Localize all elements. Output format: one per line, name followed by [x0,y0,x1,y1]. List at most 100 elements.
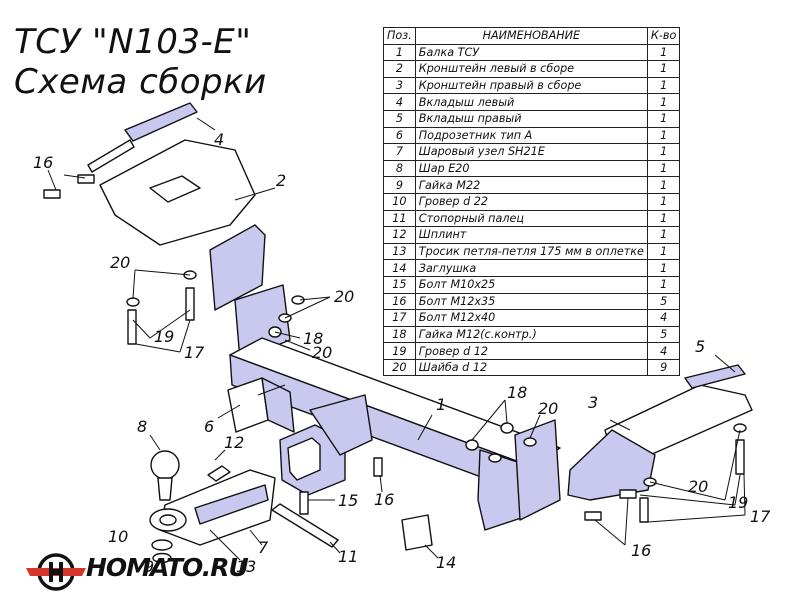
row-name: Гровер d 12 [414,342,648,360]
row-qty: 5 [646,292,681,311]
row-name: Гровер d 22 [414,192,648,211]
row-name: Шаровый узел SH21E [414,143,648,161]
row-pos: 17 [383,309,416,327]
callout-19-right: 19 [728,493,748,512]
row-pos: 3 [383,76,416,95]
header-qty: К-во [646,27,681,45]
part-11-locking-pin [271,503,339,548]
row-qty: 1 [646,126,681,145]
callout-10: 10 [108,527,128,546]
callout-12: 12 [224,433,244,452]
callout-5: 5 [695,337,705,356]
header-pos: Поз. [383,27,416,45]
row-pos: 18 [383,325,416,344]
row-name: Стопорный палец [414,209,648,228]
callout-6: 6 [204,417,214,436]
part-16-bolt-right-a [619,489,637,499]
row-pos: 11 [383,209,416,228]
row-pos: 19 [383,342,416,360]
part-7-arm-bar [194,484,269,525]
part-8-ball-neck [157,477,173,501]
part-20-washer-e [488,453,502,463]
part-9-nut [151,539,173,551]
row-qty: 1 [646,43,681,62]
row-qty: 1 [646,242,681,261]
callout-2: 2 [276,171,286,190]
callout-20-right: 20 [688,477,708,496]
part-2-left-bracket-side [209,224,266,311]
row-pos: 9 [383,176,416,194]
row-name: Шплинт [414,226,648,244]
row-name: Кронштейн правый в сборе [414,76,648,95]
callout-20-beam: 20 [538,399,558,418]
mount-plate-left [234,284,291,361]
row-name: Тросик петля-петля 175 мм в оплетке [414,242,648,261]
callout-7: 7 [258,538,269,557]
part-20-washer-b [126,297,140,307]
row-pos: 15 [383,275,416,294]
logo-text: HOMATO.RU [86,553,249,582]
part-15-bolt [299,491,309,515]
row-pos: 12 [383,226,416,244]
part-17-bolt-right-a [735,439,745,475]
row-pos: 6 [383,126,416,145]
row-pos: 10 [383,192,416,211]
row-name: Гайка М12(с.контр.) [414,325,648,344]
row-name: Подрозетник тип А [414,126,648,145]
row-qty: 1 [646,93,681,111]
row-pos: 2 [383,60,416,78]
part-17-bolt-left-b [185,287,195,321]
part-20-washer-f [523,437,537,447]
row-name: Кронштейн левый в сборе [414,60,648,78]
row-qty: 1 [646,60,681,78]
parts-table-header: Поз. НАИМЕНОВАНИЕ К-во [383,27,681,45]
row-name: Болт М10х25 [414,275,648,294]
row-qty: 5 [646,325,681,344]
row-qty: 4 [646,342,681,360]
row-name: Гайка М22 [414,176,648,194]
part-10-washer [152,552,172,564]
part-5-right-insert [684,364,746,389]
row-name: Шайба d 12 [414,358,648,377]
row-pos: 20 [383,358,416,377]
callout-18-left: 18 [303,329,323,348]
callout-18-right: 18 [507,383,527,402]
callout-16-right: 16 [631,541,651,560]
row-pos: 13 [383,242,416,261]
callout-8: 8 [137,417,147,436]
callout-20-left-low: 20 [312,343,332,362]
callout-17-right: 17 [750,507,771,526]
callout-11: 11 [338,547,358,566]
row-qty: 1 [646,159,681,178]
row-name: Шар E20 [414,159,648,178]
row-name: Болт М12х35 [414,292,648,311]
row-pos: 4 [383,93,416,111]
part-6-socket-side [261,377,295,433]
part-1-receiver-mouth [287,437,321,481]
part-14-cap [401,514,433,551]
logo-emblem-letter [49,562,63,582]
diagram-subtitle: Схема сборки [14,62,267,102]
row-pos: 1 [383,43,416,62]
callout-4: 4 [214,130,224,149]
row-qty: 1 [646,76,681,95]
part-12-cotter-pin [207,465,231,482]
row-pos: 5 [383,109,416,128]
part-18-nut-b [465,439,479,451]
row-pos: 14 [383,259,416,277]
part-16-bolt-left [43,189,61,199]
